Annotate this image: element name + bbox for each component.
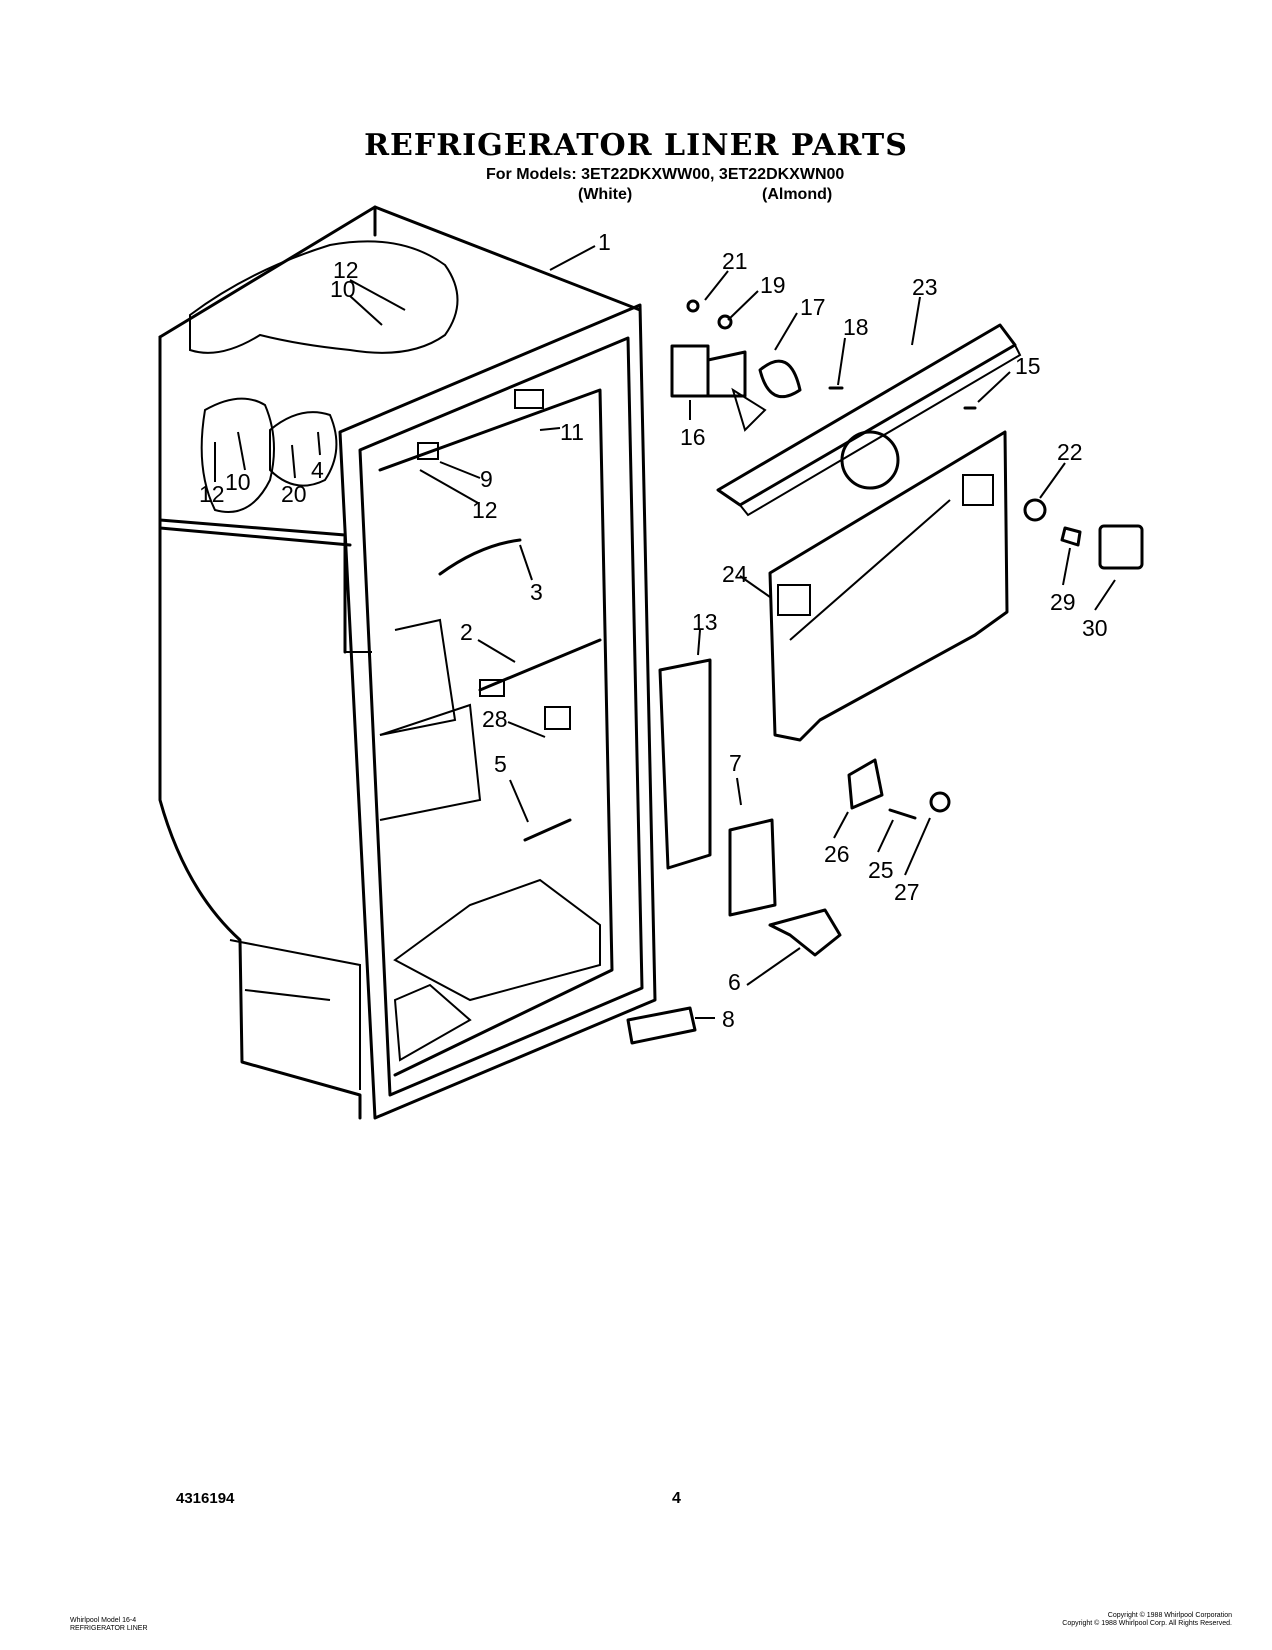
callout-26: 26 [824, 841, 850, 867]
callout-3: 3 [530, 579, 543, 605]
page-title: REFRIGERATOR LINER PARTS [364, 128, 908, 163]
cabinet-liner [158, 205, 657, 1120]
leader-lines [214, 245, 1116, 1019]
footer-right-line1: Copyright © 1988 Whirlpool Corporation [1107, 1612, 1232, 1619]
callout-labels: 1 2 3 4 5 6 7 8 9 10 10 11 12 12 12 13 1… [199, 229, 1108, 1032]
footer-left-note: Whirlpool Model 16-4 REFRIGERATOR LINER [70, 1617, 148, 1633]
callout-18: 18 [843, 314, 869, 340]
footer-copyright: Copyright © 1988 Whirlpool Corporation C… [1062, 1612, 1232, 1628]
callout-28: 28 [482, 706, 508, 732]
evaporator-cover [716, 323, 1022, 517]
callout-7: 7 [729, 750, 742, 776]
callout-6: 6 [728, 969, 741, 995]
callout-24: 24 [722, 561, 748, 587]
callout-11: 11 [560, 419, 584, 445]
color-white-label: (White) [578, 186, 633, 203]
callout-2: 2 [460, 619, 473, 645]
callout-4: 4 [311, 457, 324, 483]
callout-16: 16 [680, 424, 706, 450]
page-number: 4 [672, 1490, 681, 1507]
callout-12-mid: 12 [472, 497, 498, 523]
callout-12-left: 12 [199, 481, 225, 507]
callout-19: 19 [760, 272, 786, 298]
models-line: For Models: 3ET22DKXWW00, 3ET22DKXWN00 [486, 166, 845, 183]
color-almond-label: (Almond) [762, 186, 833, 203]
callout-25: 25 [868, 857, 894, 883]
trim-parts [626, 658, 951, 1045]
cabinet-hardware [417, 389, 602, 842]
callout-30: 30 [1082, 615, 1108, 641]
callout-5: 5 [494, 751, 507, 777]
footer-left-line2: REFRIGERATOR LINER [70, 1625, 148, 1632]
callout-9: 9 [480, 466, 493, 492]
footer-left-line1: Whirlpool Model 16-4 [70, 1617, 137, 1624]
callout-8: 8 [722, 1006, 735, 1032]
callout-13: 13 [692, 609, 718, 635]
document-number: 4316194 [176, 1490, 235, 1507]
callout-12-top: 12 [333, 257, 359, 283]
callout-23: 23 [912, 274, 938, 300]
callout-17: 17 [800, 294, 826, 320]
callout-21: 21 [722, 248, 748, 274]
callout-10-left: 10 [225, 469, 251, 495]
footer-right-line2: Copyright © 1988 Whirlpool Corp. All Rig… [1062, 1620, 1232, 1627]
callout-20: 20 [281, 481, 307, 507]
callout-1: 1 [598, 229, 611, 255]
callout-27: 27 [894, 879, 920, 905]
callout-22: 22 [1057, 439, 1083, 465]
control-knob-parts [1023, 498, 1144, 570]
fan-motor-assembly [670, 299, 977, 432]
callout-15: 15 [1015, 353, 1041, 379]
callout-29: 29 [1050, 589, 1076, 615]
rear-panel [768, 430, 1009, 742]
callout-10-top: 10 [330, 276, 356, 302]
